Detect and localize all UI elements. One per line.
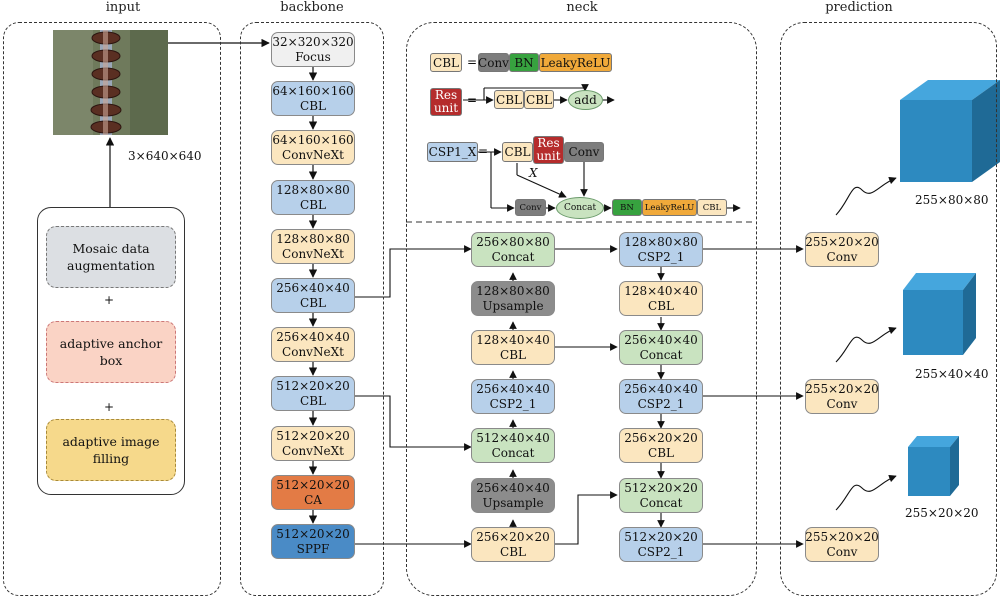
- section-title-input: input: [105, 0, 141, 15]
- input-image-size: 3×640×640: [128, 149, 202, 163]
- legend-res-cbl-1: CBL: [494, 90, 524, 109]
- legend-cbl-equals: =: [467, 55, 478, 69]
- plus-sign-1: +: [104, 293, 115, 307]
- legend-csp-leakyrelu: LeakyReLU: [642, 199, 697, 216]
- output-size-1: 255×80×80: [915, 193, 989, 207]
- backbone-panel: [240, 22, 384, 596]
- section-title-neck: neck: [566, 0, 598, 15]
- prediction-panel: [780, 22, 997, 596]
- output-cube-medium: [903, 273, 976, 355]
- legend-cbl-bn: BN: [509, 53, 539, 72]
- input-photo: [53, 30, 168, 135]
- legend-csp-equals: =: [478, 144, 489, 158]
- legend-cbl-conv: Conv: [478, 53, 509, 72]
- augmentation-box: [37, 207, 185, 495]
- legend-csp-cbl-2: CBL: [697, 199, 727, 216]
- legend-csp-concat: Concat: [556, 197, 604, 219]
- section-title-backbone: backbone: [280, 0, 344, 15]
- output-cube-small: [908, 436, 959, 496]
- neck-panel: [406, 22, 757, 596]
- output-size-2: 255×40×40: [915, 367, 989, 381]
- legend-cbl-leakyrelu: LeakyReLU: [539, 53, 612, 72]
- legend-csp-x: X: [529, 166, 538, 180]
- legend-res-add: add: [568, 90, 603, 110]
- legend-csp-conv-2: Conv: [515, 199, 546, 216]
- legend-csp-bn: BN: [612, 199, 642, 216]
- legend-res-equals: =: [467, 93, 478, 107]
- legend-cbl-label: CBL: [430, 53, 462, 72]
- output-cubes: [900, 80, 1000, 496]
- input-panel: [3, 22, 221, 596]
- section-title-prediction: prediction: [825, 0, 893, 15]
- legend-res-cbl-2: CBL: [524, 90, 554, 109]
- plus-sign-2: +: [104, 400, 115, 414]
- legend-csp1x-label: CSP1_X: [427, 142, 478, 162]
- output-cube-large: [900, 80, 1000, 182]
- legend-csp-conv: Conv: [564, 142, 604, 162]
- legend-csp-cbl: CBL: [502, 142, 533, 162]
- output-size-3: 255×20×20: [905, 506, 979, 520]
